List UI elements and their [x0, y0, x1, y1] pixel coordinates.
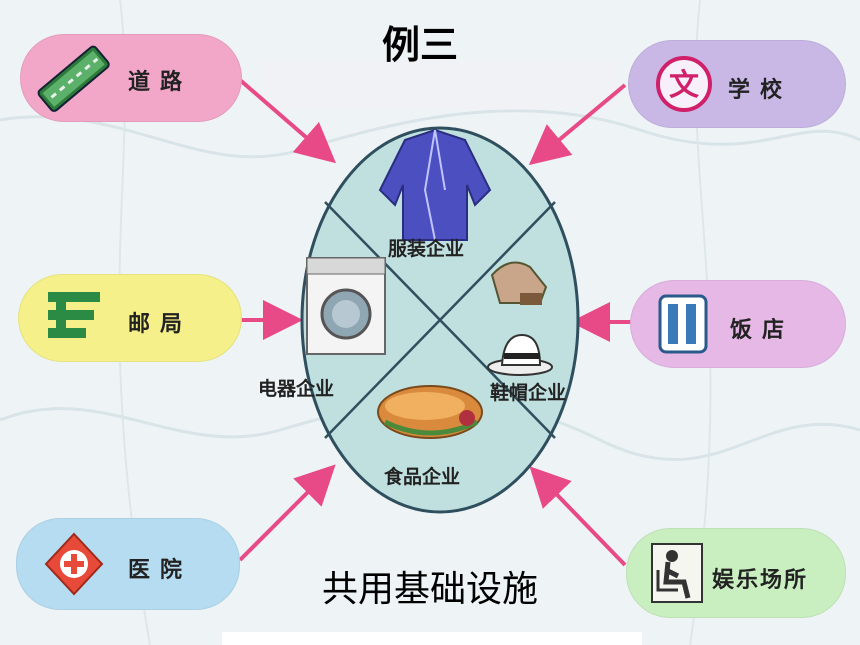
facility-road: 道路	[20, 34, 242, 122]
sector-label-food: 食品企业	[384, 466, 461, 488]
road-icon	[37, 45, 110, 112]
enterprise-ellipse	[300, 126, 580, 514]
page-title: 例三	[381, 23, 458, 67]
school-icon: 文	[656, 56, 712, 112]
bottom-strip	[222, 632, 642, 645]
sector-label-electrical: 电器企业	[258, 378, 335, 400]
arrow-road	[238, 78, 337, 164]
hotel-icon	[658, 294, 708, 354]
arrow-hospital	[238, 464, 336, 562]
facility-post-office: 邮局	[18, 274, 242, 362]
food-icon	[377, 385, 483, 439]
diagram-caption: 共用基础设施	[321, 569, 538, 610]
facility-hospital: 医院	[16, 518, 240, 610]
washing-machine-icon	[306, 257, 386, 355]
arrow-entertainment	[529, 466, 627, 567]
svg-text:文: 文	[669, 68, 699, 103]
sector-label-clothing: 服装企业	[388, 238, 465, 260]
post-office-icon	[48, 292, 100, 338]
facility-hotel: 饭店	[630, 280, 846, 368]
hospital-icon	[44, 532, 104, 596]
shoes-hat-icon	[487, 261, 553, 376]
clothing-icon	[378, 128, 492, 241]
entertainment-icon	[651, 543, 703, 603]
facility-entertainment: 娱乐场所	[626, 528, 846, 618]
sector-label-shoes-hats: 鞋帽企业	[490, 382, 567, 404]
arrow-school	[528, 83, 627, 166]
facility-school: 文 学校	[628, 40, 846, 128]
